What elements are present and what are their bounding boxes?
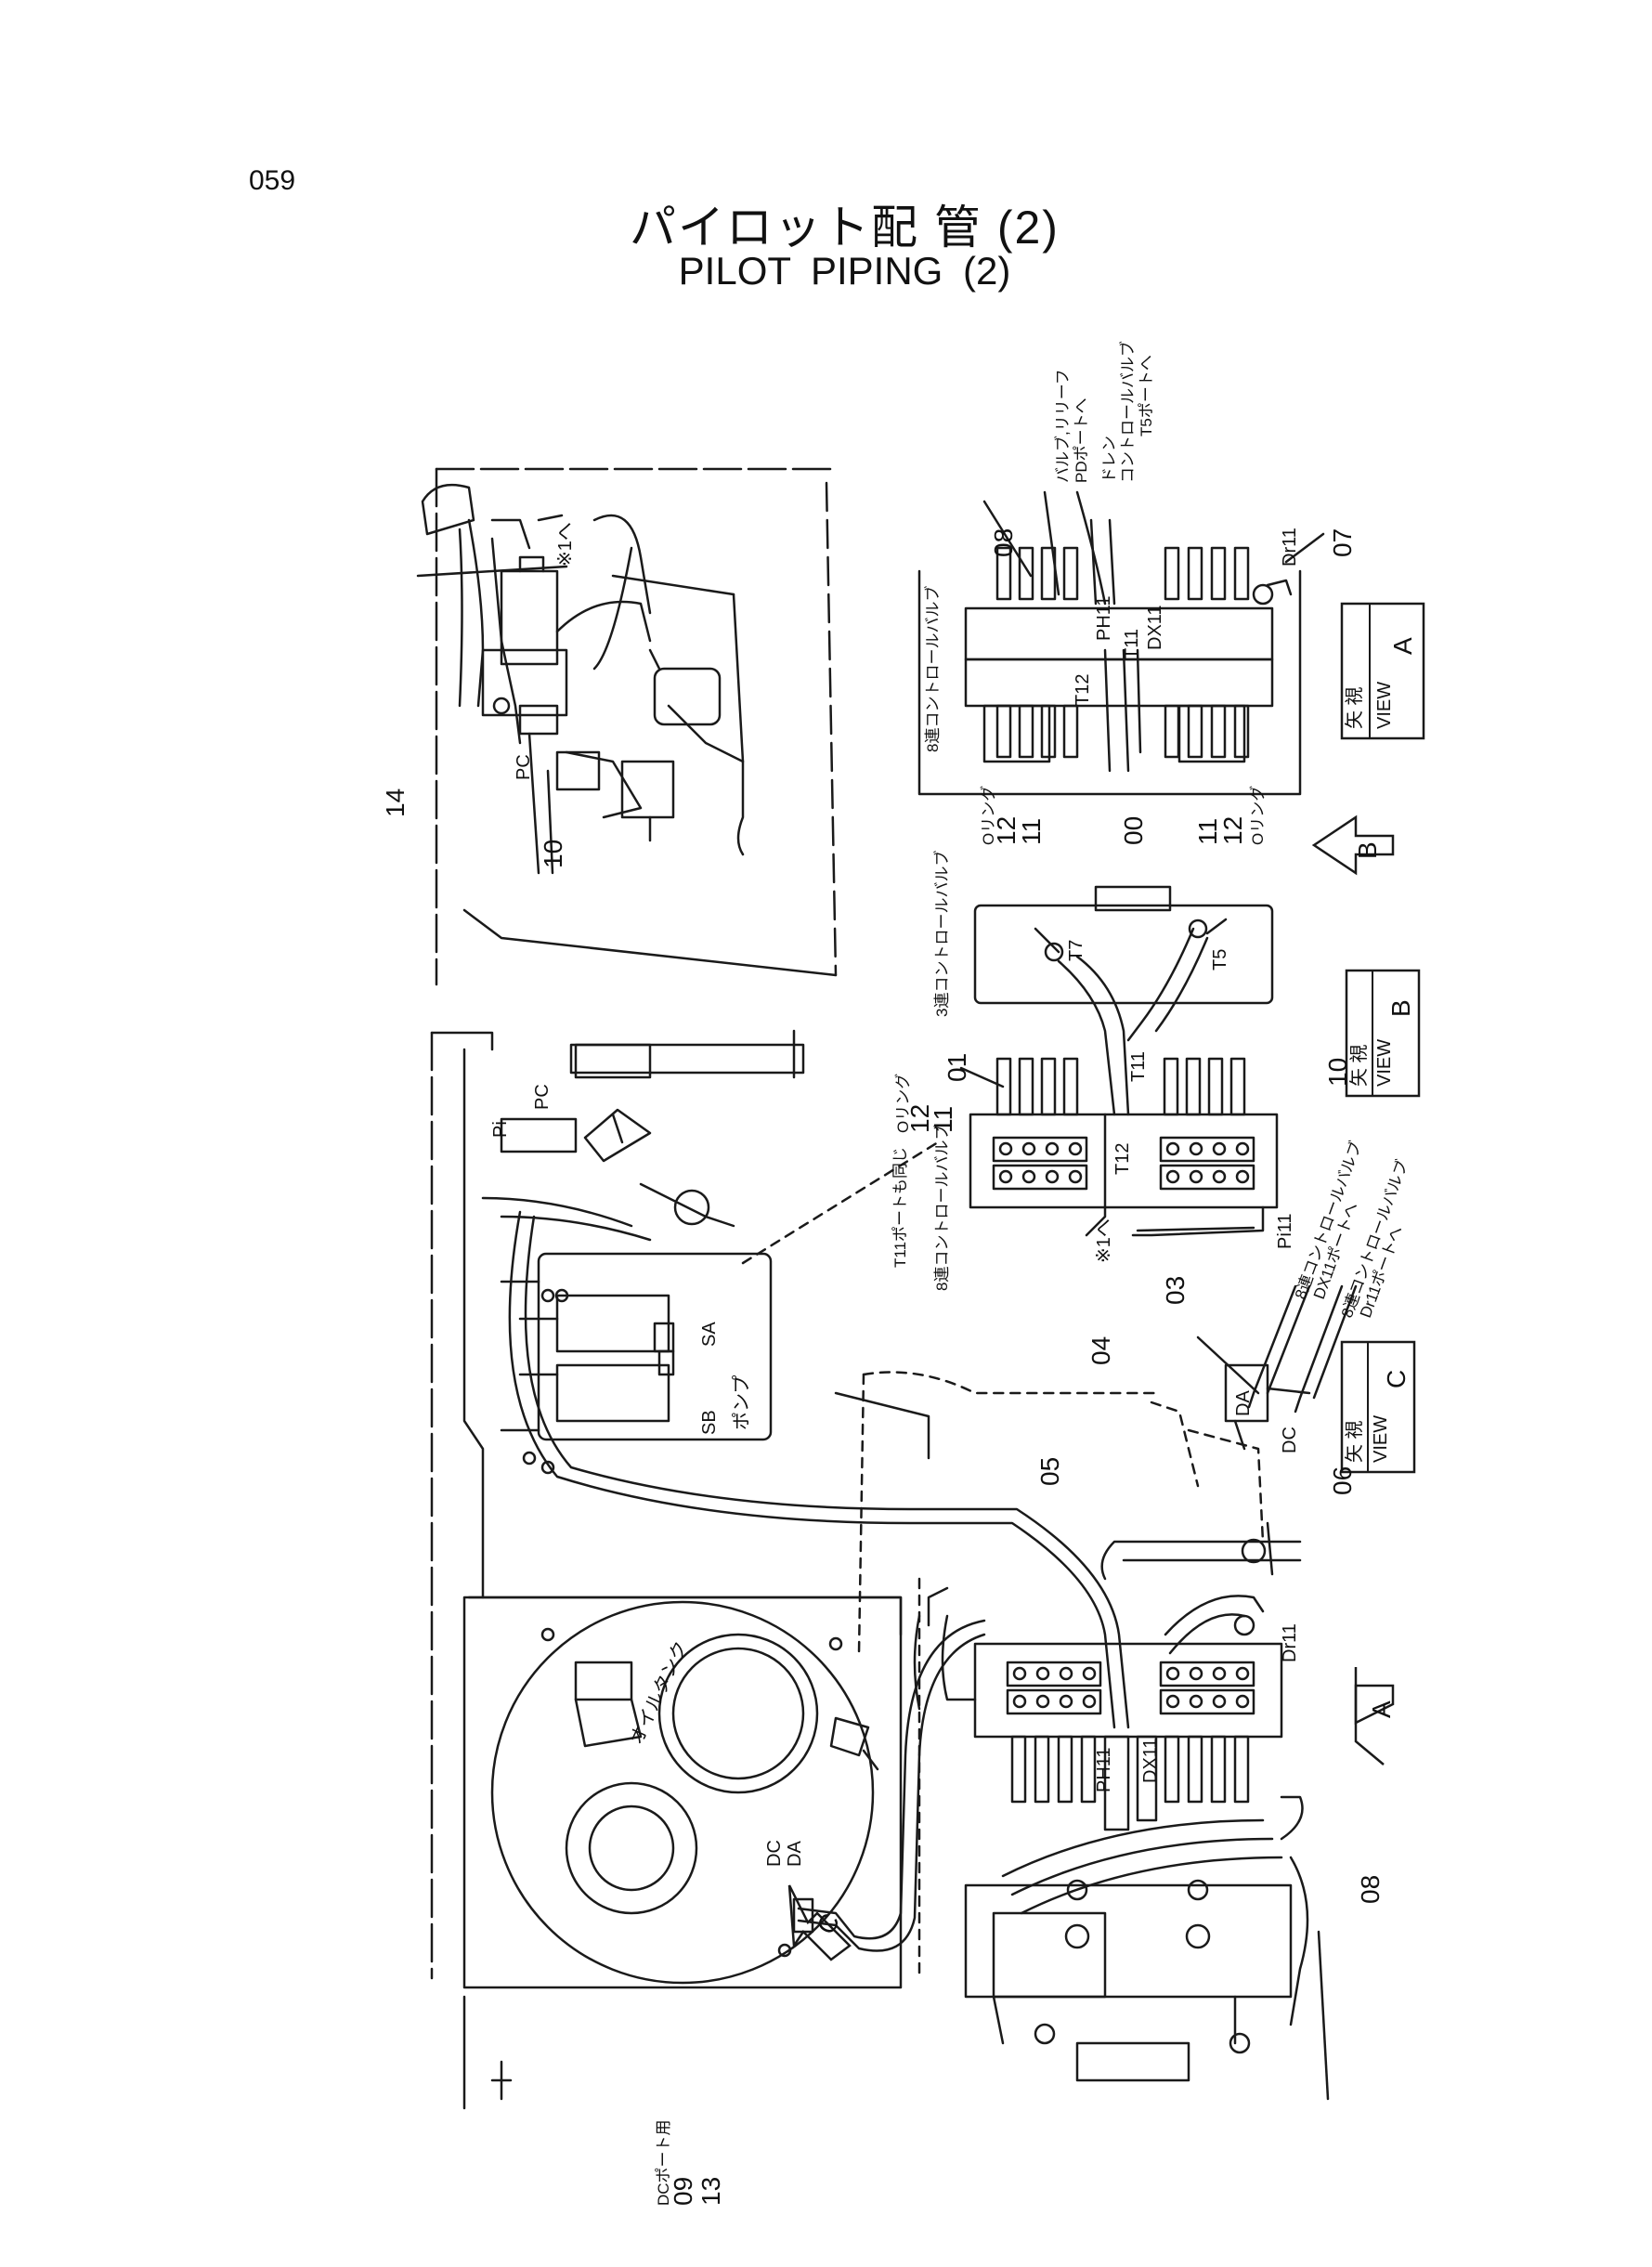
note-three-way: 3連コントロールバルブ bbox=[932, 851, 951, 1017]
callout-09: 09 bbox=[669, 2177, 697, 2206]
arrow-letter-a: A bbox=[1367, 1700, 1396, 1718]
port-sb: SB bbox=[699, 1410, 720, 1435]
note-valve-relief: バルブ,リリーフ bbox=[1053, 369, 1072, 483]
note-eight-way-top: 8連コントロールバルブ bbox=[923, 586, 942, 752]
upper-left-detail-drawing bbox=[416, 467, 838, 986]
callout-08-top: 08 bbox=[989, 528, 1018, 557]
view-c-letter: C bbox=[1382, 1370, 1411, 1388]
view-b-drawing bbox=[959, 885, 1279, 1237]
port-dc-main: DC bbox=[764, 1840, 785, 1867]
view-b-jp: 矢 視 bbox=[1348, 1044, 1370, 1087]
port-dx11-top: DX11 bbox=[1145, 605, 1165, 650]
view-a-spools-left bbox=[995, 546, 1079, 759]
port-t11-top: T11 bbox=[1122, 629, 1142, 659]
callout-13: 13 bbox=[696, 2177, 725, 2206]
port-dc-view: DC bbox=[1280, 1427, 1300, 1453]
note-control-valve-t5: コントロールバルブ bbox=[1118, 341, 1137, 483]
view-a-drawing bbox=[917, 490, 1325, 796]
note-eight-way-b: 8連コントロールバルブ bbox=[932, 1125, 951, 1291]
note-pump: ポンプ bbox=[731, 1375, 752, 1430]
view-b-port-grid bbox=[992, 1136, 1255, 1191]
view-a-jp: 矢 視 bbox=[1344, 686, 1365, 729]
note-oil-tank: オイルタンク bbox=[626, 1638, 693, 1748]
port-sa: SA bbox=[699, 1322, 720, 1347]
callout-11-left: 11 bbox=[1017, 818, 1046, 845]
port-dr11-main: Dr11 bbox=[1280, 1623, 1300, 1662]
callout-10-top: 10 bbox=[539, 840, 567, 868]
callout-00: 00 bbox=[1119, 816, 1148, 845]
note-valve-relief-2: PDポートへ bbox=[1073, 397, 1090, 483]
port-ph11-top: PH11 bbox=[1094, 595, 1114, 641]
port-da-main: DA bbox=[785, 1841, 805, 1867]
note-drain: ドレン bbox=[1100, 436, 1118, 483]
callout-12-ring: 12 bbox=[905, 1104, 934, 1133]
callout-12-left: 12 bbox=[992, 816, 1021, 845]
note-to-mark1-b: ※1へ bbox=[1094, 1218, 1114, 1263]
main-valve-spools bbox=[1010, 1735, 1250, 1804]
view-a-en: VIEW bbox=[1374, 682, 1395, 729]
title-english: PILOT PIPING (2) bbox=[678, 249, 1011, 293]
main-valve-port-grid bbox=[1006, 1661, 1255, 1715]
page-number: 059 bbox=[249, 165, 296, 196]
port-ph11-main: PH11 bbox=[1094, 1747, 1114, 1792]
callout-05: 05 bbox=[1035, 1457, 1064, 1486]
callout-01: 01 bbox=[943, 1053, 971, 1082]
note-o-ring-b: Oリング bbox=[894, 1074, 912, 1133]
view-a-spools-right bbox=[1164, 546, 1250, 759]
view-c-label-box bbox=[1340, 1340, 1416, 1474]
title-japanese: パイロット配 管 (2) bbox=[630, 202, 1060, 254]
port-t11-b: T11 bbox=[1128, 1051, 1149, 1082]
port-da-view: DA bbox=[1233, 1390, 1254, 1416]
callout-10-mid: 10 bbox=[1323, 1058, 1352, 1087]
view-b-letter: B bbox=[1386, 999, 1415, 1017]
callout-12-right: 12 bbox=[1218, 816, 1247, 845]
callout-14: 14 bbox=[381, 788, 410, 817]
main-layout-drawing bbox=[430, 1029, 1330, 2110]
arrow-letter-b: B bbox=[1353, 841, 1382, 859]
port-pc-mid: PC bbox=[532, 1084, 553, 1110]
view-a-label-box bbox=[1340, 602, 1425, 740]
callout-08-bottom: 08 bbox=[1356, 1875, 1385, 1904]
view-b-spools bbox=[995, 1057, 1246, 1116]
view-c-en: VIEW bbox=[1371, 1415, 1391, 1463]
port-t7: T7 bbox=[1066, 940, 1086, 961]
view-arrow-a bbox=[1354, 1667, 1395, 1765]
port-t12-top: T12 bbox=[1073, 674, 1093, 706]
note-dc-port-use: DCポート用 bbox=[655, 2119, 672, 2206]
view-b-label-box bbox=[1345, 969, 1421, 1098]
view-arrow-b bbox=[1311, 814, 1395, 876]
note-control-valve-t5-2: T5ポートへ bbox=[1138, 355, 1155, 436]
note-t11-same: T11ポートも同じ bbox=[891, 1147, 909, 1268]
callout-06: 06 bbox=[1328, 1466, 1357, 1495]
port-dr11-top: Dr11 bbox=[1280, 528, 1300, 567]
callout-07: 07 bbox=[1328, 528, 1357, 557]
note-o-ring-left: Oリング bbox=[980, 786, 997, 845]
view-b-en: VIEW bbox=[1374, 1039, 1395, 1087]
note-to-mark1-top: ※1へ bbox=[555, 522, 576, 567]
port-dx11-main: DX11 bbox=[1140, 1738, 1161, 1783]
callout-11-right: 11 bbox=[1193, 818, 1222, 845]
callout-03: 03 bbox=[1161, 1276, 1190, 1305]
port-pc-top: PC bbox=[514, 754, 534, 780]
label-layer: 矢 視 VIEW A 矢 視 VIEW B 矢 視 VIEW C A B C 1… bbox=[381, 341, 1417, 2206]
port-t5: T5 bbox=[1210, 949, 1230, 971]
port-pi: Pi bbox=[490, 1121, 511, 1138]
callout-11-ring: 11 bbox=[929, 1106, 957, 1133]
view-c-jp: 矢 視 bbox=[1344, 1420, 1365, 1463]
port-pi11: Pi11 bbox=[1275, 1213, 1295, 1249]
callout-04: 04 bbox=[1086, 1336, 1115, 1365]
port-t12-b: T12 bbox=[1112, 1143, 1133, 1175]
view-c-drawing bbox=[1196, 1284, 1358, 1451]
view-arrow-c bbox=[787, 1884, 852, 1961]
note-o-ring-right: Oリング bbox=[1249, 786, 1267, 845]
view-a-letter: A bbox=[1388, 637, 1417, 655]
